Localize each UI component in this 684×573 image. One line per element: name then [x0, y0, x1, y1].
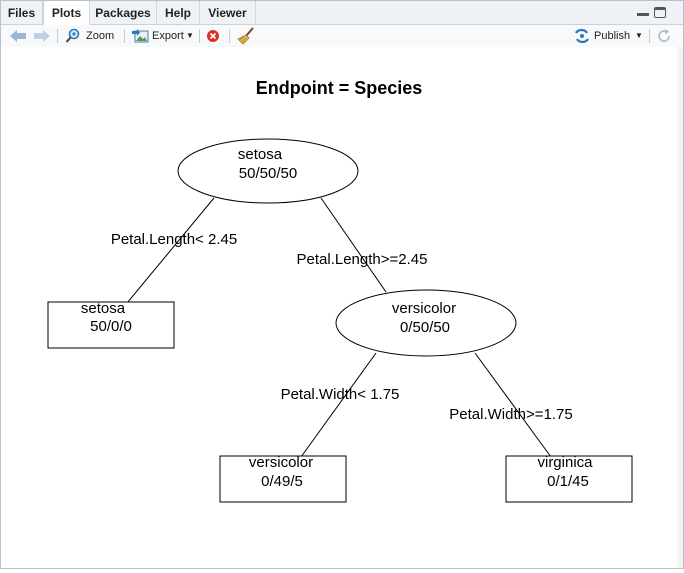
- broom-icon[interactable]: [237, 27, 255, 45]
- node-label: setosa: [238, 146, 283, 163]
- plot-title: Endpoint = Species: [256, 78, 423, 98]
- plots-toolbar: Zoom Export ▼ Publish: [1, 25, 683, 48]
- tab-files[interactable]: Files: [1, 1, 43, 24]
- export-dropdown-icon[interactable]: ▼: [186, 31, 194, 40]
- tab-plots[interactable]: Plots: [43, 1, 90, 25]
- node-counts: 0/49/5: [261, 473, 303, 490]
- node-counts: 0/1/45: [547, 473, 589, 490]
- toolbar-separator: [57, 29, 58, 43]
- publish-button[interactable]: Publish: [594, 30, 631, 42]
- tree-edge: [126, 197, 215, 304]
- split-label: Petal.Width>=1.75: [449, 406, 572, 423]
- decision-tree-plot: Endpoint = Species setosa 50/50/50 Petal…: [47, 78, 633, 503]
- leaf-node: [219, 455, 347, 503]
- node-label: versicolor: [392, 300, 456, 317]
- tab-viewer[interactable]: Viewer: [200, 1, 256, 24]
- tab-packages[interactable]: Packages: [90, 1, 157, 24]
- publish-dropdown-icon[interactable]: ▼: [635, 31, 643, 40]
- zoom-button[interactable]: Zoom: [86, 30, 115, 42]
- node-label: setosa: [81, 300, 126, 317]
- split-label: Petal.Length>=2.45: [297, 251, 428, 268]
- remove-plot-icon[interactable]: [206, 29, 220, 43]
- toolbar-separator: [229, 29, 230, 43]
- node-counts: 50/0/0: [90, 318, 132, 335]
- node-label: versicolor: [249, 454, 313, 471]
- node-counts: 50/50/50: [239, 165, 297, 182]
- minimize-icon[interactable]: [637, 6, 649, 16]
- split-label: Petal.Width< 1.75: [281, 386, 400, 403]
- leaf-node: [505, 455, 633, 503]
- plot-canvas: Endpoint = Species setosa 50/50/50 Petal…: [1, 47, 683, 568]
- export-menu-button[interactable]: Export: [152, 30, 184, 42]
- toolbar-separator: [124, 29, 125, 43]
- pane-tab-bar: Files Plots Packages Help Viewer: [1, 1, 683, 25]
- arrow-left-icon[interactable]: [9, 29, 27, 43]
- leaf-node: [47, 301, 175, 349]
- export-image-icon[interactable]: [131, 28, 149, 44]
- tree-edge: [320, 197, 387, 293]
- toolbar-separator: [649, 29, 650, 43]
- node-label: virginica: [537, 454, 593, 471]
- magnifier-icon[interactable]: [65, 28, 81, 44]
- maximize-icon[interactable]: [654, 7, 666, 18]
- tree-edge: [300, 352, 377, 458]
- root-node: [177, 138, 359, 204]
- arrow-right-icon[interactable]: [33, 29, 51, 43]
- tree-edge: [474, 352, 552, 458]
- node-counts: 0/50/50: [400, 319, 450, 336]
- pane-edge: [677, 47, 683, 568]
- toolbar-separator: [199, 29, 200, 43]
- split-label: Petal.Length< 2.45: [111, 231, 237, 248]
- publish-icon[interactable]: [573, 28, 591, 44]
- tab-help[interactable]: Help: [157, 1, 200, 24]
- internal-node: [335, 289, 517, 357]
- refresh-icon[interactable]: [656, 28, 672, 44]
